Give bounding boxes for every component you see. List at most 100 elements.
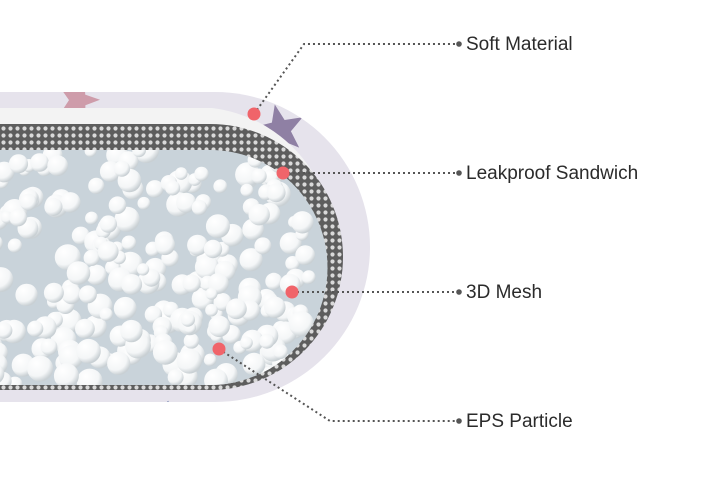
endpoint-soft-material	[456, 41, 462, 47]
eps-bead	[27, 355, 54, 382]
eps-bead	[30, 153, 49, 172]
eps-bead	[113, 160, 130, 177]
eps-bead	[121, 235, 137, 251]
eps-bead	[99, 307, 113, 321]
eps-bead	[121, 274, 143, 295]
callout-leaders	[218, 43, 458, 422]
eps-bead	[113, 296, 137, 320]
eps-bead	[239, 248, 263, 272]
eps-bead	[182, 274, 201, 293]
eps-bead	[285, 255, 300, 271]
eps-bead	[254, 237, 272, 255]
label-3d-mesh: 3D Mesh	[466, 282, 543, 303]
eps-bead	[132, 150, 147, 158]
eps-bead	[273, 344, 288, 360]
eps-bead	[15, 283, 38, 307]
endpoint-3d-mesh	[456, 289, 462, 295]
eps-bead	[97, 241, 119, 262]
eps-bead	[66, 261, 91, 285]
eps-bead	[167, 369, 184, 385]
eps-bead	[47, 155, 69, 177]
eps-bead	[295, 245, 316, 266]
label-eps-particle: EPS Particle	[466, 411, 573, 432]
eps-bead	[76, 338, 101, 364]
marker-soft-material	[247, 107, 261, 121]
eps-bead	[183, 333, 200, 349]
eps-bead	[187, 234, 208, 256]
label-leakproof-sandwich: Leakproof Sandwich	[466, 163, 639, 184]
eps-bead	[60, 192, 81, 213]
eps-bead	[205, 303, 218, 317]
eps-bead	[264, 296, 286, 319]
eps-bead	[213, 179, 228, 194]
fabric-star	[60, 92, 100, 121]
eps-bead	[76, 368, 103, 385]
eps-bead	[146, 180, 164, 198]
eps-bead	[83, 249, 100, 266]
eps-bead	[208, 315, 230, 338]
eps-bead	[40, 338, 58, 356]
eps-bead	[88, 177, 105, 194]
eps-bead	[204, 368, 228, 385]
eps-bead	[137, 263, 150, 276]
eps-bead	[107, 351, 131, 375]
eps-bead	[191, 199, 208, 216]
eps-bead	[0, 371, 12, 385]
eps-bead	[174, 167, 188, 180]
endpoint-eps-particle	[456, 418, 462, 424]
eps-bead	[43, 282, 64, 303]
eps-bead	[291, 211, 314, 234]
marker-eps-particle	[212, 342, 226, 356]
eps-bead	[99, 215, 118, 233]
fabric-star	[314, 362, 348, 397]
eps-bead	[205, 214, 230, 239]
eps-bead	[259, 333, 275, 349]
eps-bead	[78, 285, 97, 304]
eps-bead	[27, 320, 44, 337]
eps-bead	[120, 319, 143, 343]
marker-leakproof-sandwich	[276, 166, 290, 180]
eps-bead	[265, 272, 283, 290]
eps-bead	[152, 339, 178, 365]
eps-bead	[248, 204, 270, 226]
eps-bead	[240, 336, 253, 350]
label-soft-material: Soft Material	[466, 34, 573, 55]
fabric-star	[254, 104, 303, 154]
eps-bead	[75, 318, 95, 339]
eps-bead	[53, 363, 79, 385]
eps-bead	[180, 312, 195, 327]
eps-bead	[44, 197, 63, 216]
eps-bead	[9, 208, 27, 227]
eps-bead	[279, 232, 302, 255]
eps-bead	[85, 211, 99, 225]
eps-bead	[288, 311, 314, 337]
eps-bead	[194, 166, 209, 182]
eps-bead	[86, 264, 107, 286]
eps-bead	[240, 183, 254, 197]
endpoint-leakproof-sandwich	[456, 170, 462, 176]
eps-bead	[194, 255, 220, 280]
eps-bead	[8, 154, 29, 174]
fabric-star	[138, 400, 180, 402]
eps-bead	[61, 284, 82, 305]
eps-bead	[203, 239, 223, 259]
eps-bead	[154, 234, 176, 256]
eps-bead	[7, 238, 23, 253]
eps-bead	[0, 267, 14, 293]
eps-bead	[205, 287, 218, 300]
eps-bead	[0, 322, 13, 339]
leader-line-soft-material	[253, 43, 458, 115]
eps-bead	[251, 168, 267, 184]
fabric-star	[24, 412, 58, 445]
eps-bead	[203, 353, 217, 367]
eps-bead	[19, 193, 37, 211]
eps-bead	[137, 196, 151, 210]
eps-bead	[165, 180, 181, 196]
eps-bead	[266, 183, 286, 203]
eps-bead	[226, 298, 247, 320]
eps-bead	[84, 150, 97, 157]
eps-bead	[176, 348, 202, 374]
eps-bead	[108, 196, 127, 214]
